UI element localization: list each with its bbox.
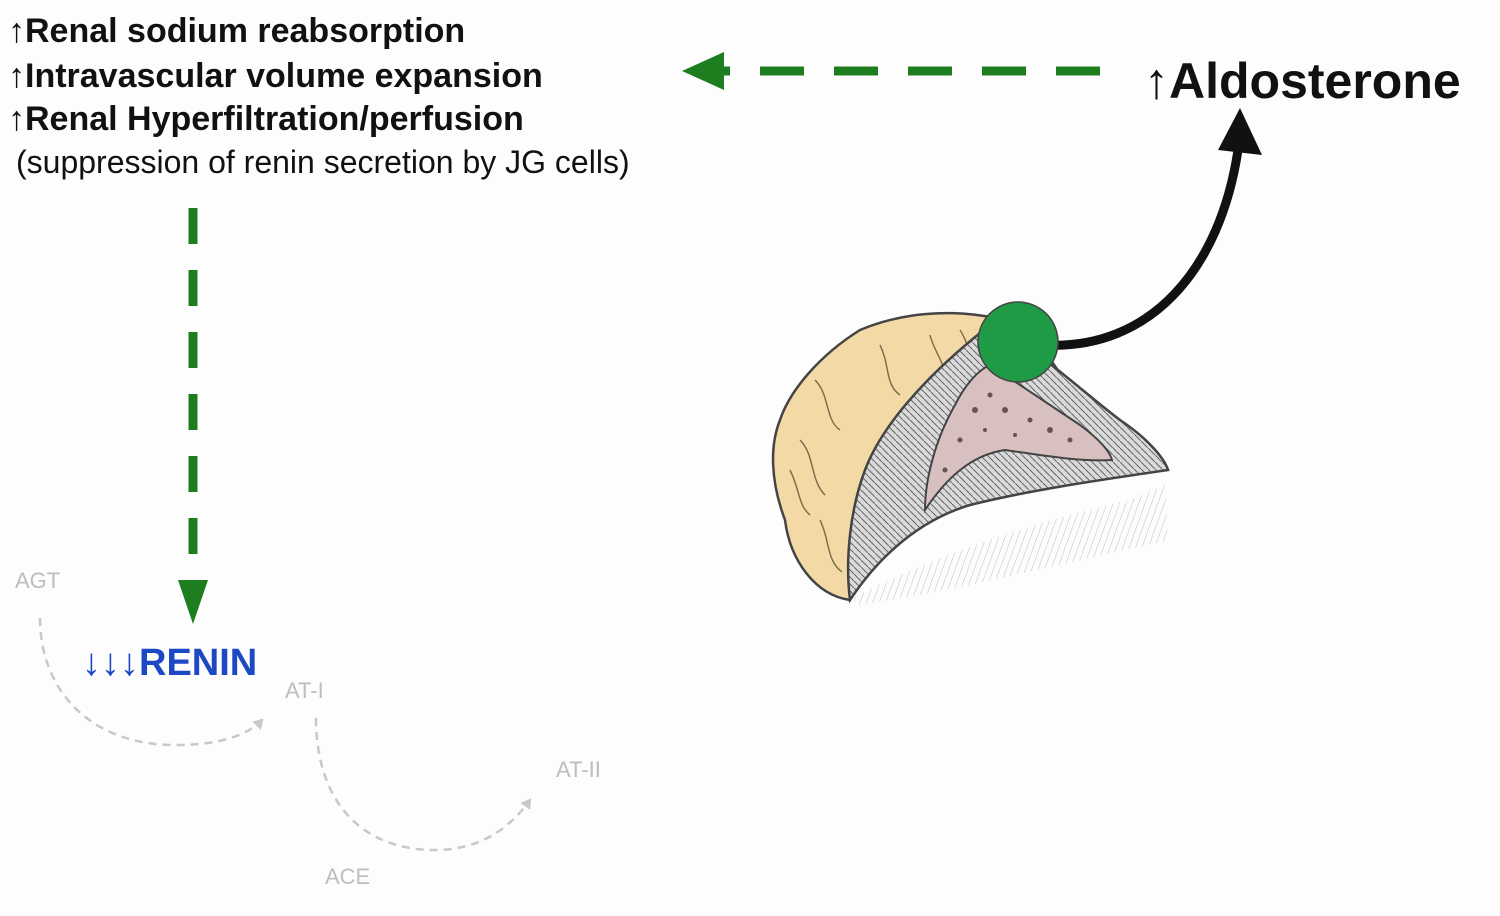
agt-to-at1-curve: [38, 617, 264, 747]
effect-line-1: ↑Renal sodium reabsorption: [8, 12, 465, 51]
renin-label: ↓↓↓RENIN: [82, 642, 257, 685]
increase-arrow: ↑: [1144, 53, 1169, 109]
adrenal-to-aldosterone-arrowhead: [1218, 108, 1262, 155]
at1-label: AT-I: [285, 678, 324, 703]
at1-to-at2-curve: [314, 717, 532, 852]
effect-label: Renal sodium reabsorption: [25, 12, 466, 50]
aldosterone-to-effects-arrowhead: [682, 52, 724, 90]
ace-label: ACE: [325, 864, 371, 889]
effect-label: Intravascular volume expansion: [25, 57, 543, 95]
increase-arrow: ↑: [8, 57, 25, 95]
hormone-name: Aldosterone: [1169, 53, 1461, 109]
increase-arrow: ↑: [8, 12, 25, 50]
aldosterone-label: ↑Aldosterone: [1144, 52, 1461, 110]
effect-line-2: ↑Intravascular volume expansion: [8, 57, 543, 96]
decrease-arrows: ↓↓↓: [82, 642, 139, 684]
agt-label: AGT: [15, 568, 61, 593]
increase-arrow: ↑: [8, 100, 25, 138]
adrenal-gland-illustration: [771, 311, 1170, 605]
adrenal-to-aldosterone-arrow: [1044, 149, 1243, 350]
renin-name: RENIN: [139, 642, 258, 684]
adrenal-cortex-marker: [977, 301, 1059, 383]
renin-suppression-note: (suppression of renin secretion by JG ce…: [16, 144, 630, 180]
at2-label: AT-II: [556, 757, 601, 782]
effect-label: Renal Hyperfiltration/perfusion: [25, 100, 524, 138]
effect-line-3: ↑Renal Hyperfiltration/perfusion: [8, 100, 524, 139]
effects-to-renin-arrowhead: [178, 580, 208, 624]
